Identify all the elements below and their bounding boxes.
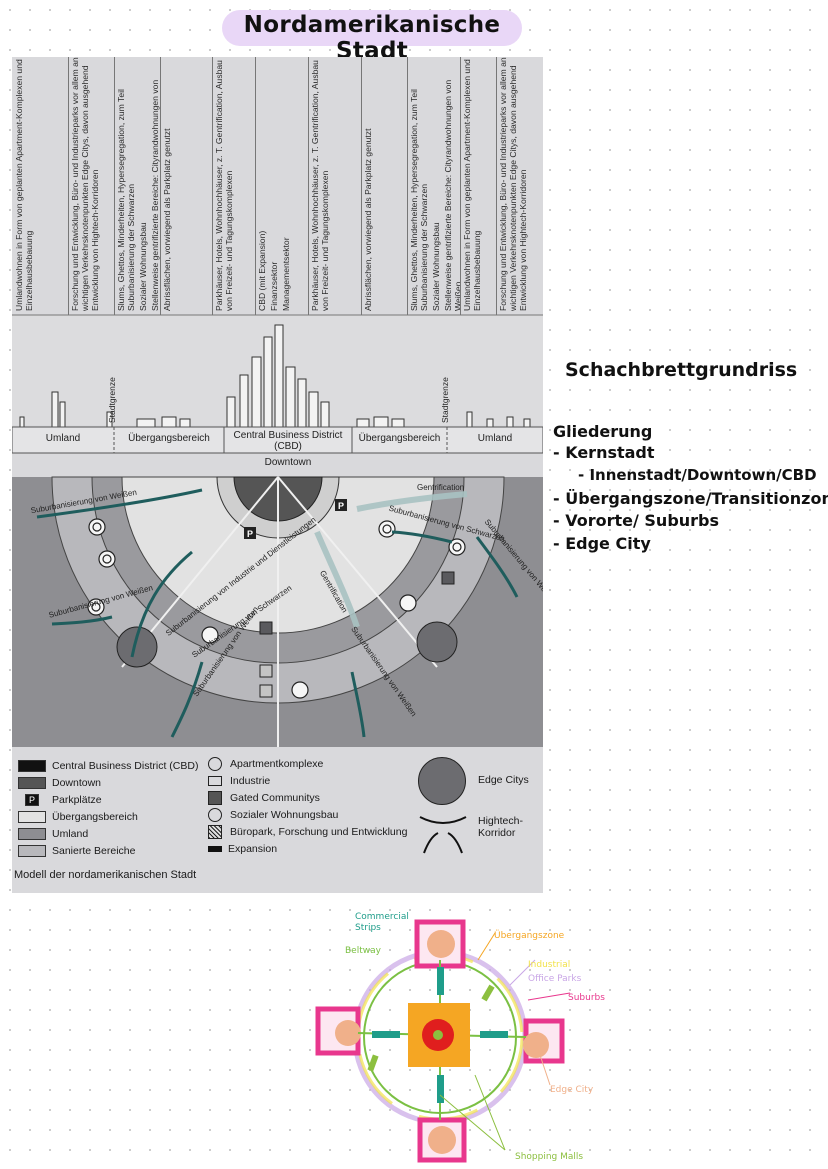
stadtgrenze-left: Stadtgrenze	[107, 377, 117, 423]
notes-item-innenstadt: - Innenstadt/Downtown/CBD	[578, 466, 817, 484]
legend-expansion: Expansion	[208, 842, 277, 857]
description-column: Slums, Ghettos, Minderheiten, Hypersegre…	[114, 57, 160, 315]
legend-gated: Gated Communitys	[208, 791, 320, 806]
column-divider	[68, 57, 69, 315]
description-line: Slums, Ghettos, Minderheiten, Hypersegre…	[116, 89, 136, 311]
description-line: Abrissflächen, vorwiegend als Parkplatz …	[162, 128, 172, 311]
zone-umland-right: Umland	[477, 433, 513, 444]
description-line: Slums, Ghettos, Minderheiten, Hypersegre…	[409, 89, 429, 311]
legend-downtown: Downtown	[18, 776, 101, 791]
legend-cbd: Central Business District (CBD)	[18, 759, 198, 774]
sketch-label-industrial: Industrial	[528, 960, 571, 970]
zone-downtown: Downtown	[264, 457, 312, 468]
description-column: Abrissflächen, vorwiegend als Parkplatz …	[160, 57, 212, 315]
description-column: Abrissflächen, vorwiegend als Parkplatz …	[361, 57, 407, 315]
sketch-label-shopping: Shopping Malls	[515, 1152, 584, 1162]
legend-uebergang: Übergangsbereich	[18, 810, 138, 825]
zone-umland-left: Umland	[45, 433, 81, 444]
description-line: Forschung und Entwicklung, Büro- und Ind…	[498, 57, 528, 311]
description-line: Sozialer Wohnungsbau	[138, 222, 148, 311]
edge-city-markers	[116, 621, 458, 668]
legend-sozial: Sozialer Wohnungsbau	[208, 808, 338, 823]
legend-edge: Edge Citys	[478, 774, 529, 786]
column-divider	[496, 57, 497, 315]
column-divider	[460, 57, 461, 315]
zone-uebergang-left: Übergangsbereich	[128, 433, 210, 444]
column-divider	[361, 57, 362, 315]
flow-label-gentrification-1: Gentrification	[417, 483, 465, 492]
flow-arrows	[36, 488, 519, 738]
city-sketch	[315, 919, 571, 1163]
legend-buero: Büropark, Forschung und Entwicklung	[208, 825, 407, 840]
textbook-photo: P P Umland Übergangsbereich Central Busi…	[12, 57, 543, 893]
description-column: Slums, Ghettos, Minderheiten, Hypersegre…	[407, 57, 460, 315]
sketch-label-suburbs: Suburbs	[568, 993, 605, 1003]
legend-industrie: Industrie	[208, 774, 270, 789]
description-line: Finanzsektor	[269, 261, 279, 311]
description-line: CBD (mit Expansion)	[257, 230, 267, 311]
legend-apartment: Apartmentkomplexe	[208, 757, 323, 772]
description-column: Forschung und Entwicklung, Büro- und Ind…	[496, 57, 543, 315]
description-column: Umlandwohnen in Form von geplanten Apart…	[460, 57, 496, 315]
description-column: Parkhäuser, Hotels, Wohnhochhäuser, z. T…	[212, 57, 255, 315]
sketch-label-office: Office Parks	[528, 974, 582, 984]
column-divider	[212, 57, 213, 315]
description-column: Parkhäuser, Hotels, Wohnhochhäuser, z. T…	[308, 57, 361, 315]
description-line: Umlandwohnen in Form von geplanten Apart…	[462, 59, 482, 311]
legend-hightech: Hightech-Korridor	[478, 815, 523, 839]
svg-text:P: P	[338, 501, 344, 511]
legend-saniert: Sanierte Bereiche	[18, 844, 135, 859]
city-model-figure: P P	[12, 314, 543, 747]
description-line: Forschung und Entwicklung, Büro- und Ind…	[70, 57, 100, 311]
description-line: Parkhäuser, Hotels, Wohnhochhäuser, z. T…	[214, 60, 234, 311]
svg-text:P: P	[247, 529, 253, 539]
sketch-label-commercial: Commercial Strips	[355, 912, 409, 933]
notes-item-kernstadt: - Kernstadt	[553, 443, 655, 462]
notes-gliederung: Gliederung	[553, 422, 653, 441]
description-line: Umlandwohnen in Form von geplanten Apart…	[14, 59, 34, 311]
description-line: Abrissflächen, vorwiegend als Parkplatz …	[363, 128, 373, 311]
description-line: Stellenweise gentrifizierte Bereiche: Ci…	[150, 79, 160, 311]
sketch-label-beltway: Beltway	[345, 946, 381, 956]
figure-caption: Modell der nordamerikanischen Stadt	[14, 869, 197, 881]
description-line: Sozialer Wohnungsbau	[431, 222, 441, 311]
notes-item-uebergangszone: - Übergangszone/Transitionzone	[553, 489, 828, 508]
notes-item-vororte: - Vororte/ Suburbs	[553, 511, 720, 530]
legend-hightech-symbol	[419, 816, 467, 854]
column-divider	[160, 57, 161, 315]
sketch-label-uebergang: Übergangszone	[494, 931, 565, 941]
column-divider	[114, 57, 115, 315]
notes-item-edge-city: - Edge City	[553, 534, 651, 553]
column-divider	[255, 57, 256, 315]
zone-cbd: Central Business District (CBD)	[233, 430, 343, 452]
description-line: Stellenweise gentrifizierte Bereiche: Ci…	[443, 79, 460, 311]
zone-uebergang-right: Übergangsbereich	[358, 433, 441, 444]
stadtgrenze-right: Stadtgrenze	[440, 377, 450, 423]
title-highlight	[222, 10, 522, 46]
notes-heading: Schachbrettgrundriss	[565, 359, 798, 381]
legend: Central Business District (CBD) Downtown…	[18, 757, 538, 867]
description-line: Managementsektor	[281, 237, 291, 311]
description-line: Parkhäuser, Hotels, Wohnhochhäuser, z. T…	[310, 60, 330, 311]
legend-edge-symbol	[418, 757, 466, 805]
page-title: Nordamerikanische Stadt	[243, 12, 501, 64]
description-column: Forschung und Entwicklung, Büro- und Ind…	[68, 57, 114, 315]
column-divider	[407, 57, 408, 315]
legend-umland: Umland	[18, 827, 88, 842]
sketch-label-edge: Edge City	[550, 1085, 594, 1095]
column-divider	[308, 57, 309, 315]
description-column: Umlandwohnen in Form von geplanten Apart…	[12, 57, 68, 315]
